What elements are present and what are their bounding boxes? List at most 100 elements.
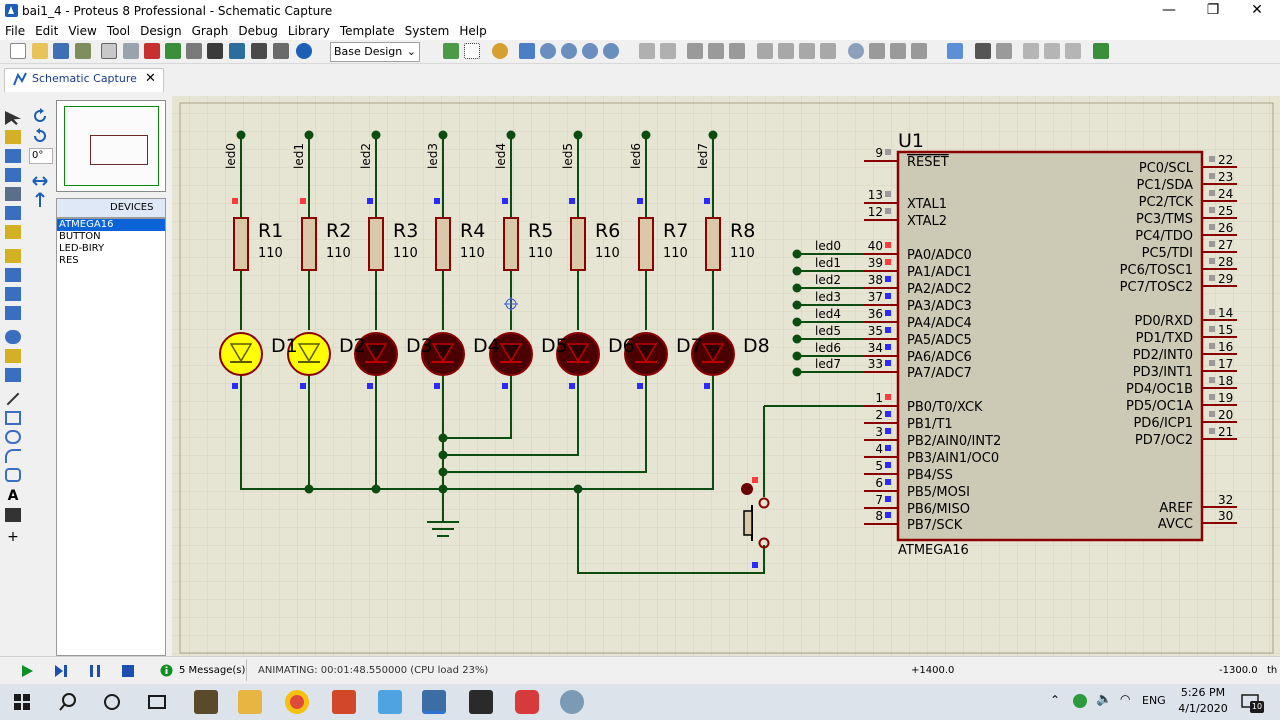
- minimize-button[interactable]: —: [1162, 2, 1176, 18]
- home-icon[interactable]: [101, 43, 117, 59]
- info-icon[interactable]: [160, 664, 173, 677]
- zoom-out-icon[interactable]: [561, 43, 577, 59]
- menu-edit[interactable]: Edit: [35, 24, 59, 38]
- selection-mode-icon[interactable]: [5, 111, 21, 125]
- restore-button[interactable]: ❐: [1206, 2, 1220, 18]
- electrical-rule-check-icon[interactable]: [1093, 43, 1109, 59]
- menu-graph[interactable]: Graph: [191, 24, 229, 38]
- language-indicator[interactable]: ENG: [1142, 694, 1166, 707]
- zoom-in-icon[interactable]: [540, 43, 556, 59]
- device-item-button[interactable]: BUTTON: [59, 231, 101, 242]
- mirror-horizontal-icon[interactable]: [32, 174, 48, 188]
- cut-icon[interactable]: [687, 43, 703, 59]
- line-tool-icon[interactable]: [6, 392, 20, 406]
- grid-icon[interactable]: [464, 43, 480, 59]
- cortana-icon[interactable]: [100, 690, 124, 714]
- powerpoint-icon[interactable]: [332, 690, 356, 714]
- device-item-atmega16[interactable]: ATMEGA16: [57, 219, 165, 231]
- remove-sheet-icon[interactable]: [1044, 43, 1060, 59]
- virtual-instruments-icon[interactable]: [5, 368, 21, 382]
- block-move-icon[interactable]: [778, 43, 794, 59]
- new-file-icon[interactable]: [10, 43, 26, 59]
- pause-icon[interactable]: [88, 664, 102, 678]
- pan-icon[interactable]: [519, 43, 535, 59]
- menu-view[interactable]: View: [68, 24, 97, 38]
- rotate-anticlockwise-icon[interactable]: [32, 128, 48, 144]
- paste-icon[interactable]: [729, 43, 745, 59]
- menu-debug[interactable]: Debug: [238, 24, 278, 38]
- block-delete-icon[interactable]: [820, 43, 836, 59]
- device-list[interactable]: ATMEGA16 BUTTON LED-BIRY RES: [56, 218, 166, 656]
- gerber-icon[interactable]: [165, 43, 181, 59]
- wire-autorouter-icon[interactable]: [947, 43, 963, 59]
- app-tray-icon[interactable]: [1072, 693, 1088, 709]
- search-icon[interactable]: [56, 690, 80, 714]
- new-sheet-icon[interactable]: [1023, 43, 1039, 59]
- tape-recorder-icon[interactable]: [5, 306, 21, 320]
- box-tool-icon[interactable]: [5, 411, 21, 425]
- source-code-icon[interactable]: [229, 43, 245, 59]
- arc-tool-icon[interactable]: [5, 449, 21, 463]
- volume-icon[interactable]: 🔈: [1096, 692, 1113, 707]
- buses-icon[interactable]: [5, 206, 21, 220]
- component-mode-icon[interactable]: [5, 130, 21, 144]
- rotation-field[interactable]: 0°: [29, 148, 53, 164]
- menu-tool[interactable]: Tool: [106, 24, 131, 38]
- proteus-taskbar-icon[interactable]: [422, 690, 446, 714]
- stop-icon[interactable]: [121, 664, 135, 678]
- overview-viewport[interactable]: [64, 106, 159, 186]
- wire-label-icon[interactable]: [5, 168, 21, 182]
- video-app-icon[interactable]: [469, 690, 493, 714]
- terminals-icon[interactable]: [5, 249, 21, 263]
- subcircuit-icon[interactable]: [5, 225, 21, 239]
- open-folder-icon[interactable]: [32, 43, 48, 59]
- undo-icon[interactable]: [639, 43, 655, 59]
- clock-date[interactable]: 4/1/2020: [1178, 702, 1228, 715]
- search-icon[interactable]: [975, 43, 991, 59]
- mirror-vertical-icon[interactable]: [33, 192, 47, 208]
- pcb-icon[interactable]: [144, 43, 160, 59]
- block-rotate-icon[interactable]: [799, 43, 815, 59]
- text-script-icon[interactable]: [5, 187, 21, 201]
- zoom-all-icon[interactable]: [582, 43, 598, 59]
- decompose-icon[interactable]: [911, 43, 927, 59]
- generator-icon[interactable]: [5, 330, 21, 344]
- zoom-area-icon[interactable]: [603, 43, 619, 59]
- play-icon[interactable]: [20, 664, 34, 678]
- exit-to-parent-icon[interactable]: [1065, 43, 1081, 59]
- text-tool-icon[interactable]: A: [7, 488, 19, 504]
- help-icon[interactable]: [296, 43, 312, 59]
- app-icon-1[interactable]: [194, 690, 218, 714]
- menu-design[interactable]: Design: [140, 24, 182, 38]
- windows-start-icon[interactable]: [10, 690, 34, 714]
- wifi-icon[interactable]: ◠: [1120, 692, 1131, 706]
- device-item-led-biry[interactable]: LED-BIRY: [59, 243, 105, 254]
- pick-device-icon[interactable]: [848, 43, 864, 59]
- menu-template[interactable]: Template: [339, 24, 395, 38]
- refresh-icon[interactable]: [443, 43, 459, 59]
- tab-close-icon[interactable]: ✕: [145, 71, 156, 86]
- path-tool-icon[interactable]: [5, 468, 21, 482]
- 3d-view-icon[interactable]: [186, 43, 202, 59]
- marker-tool-icon[interactable]: +: [7, 529, 19, 545]
- close-window-button[interactable]: ✕: [1251, 2, 1263, 18]
- origin-icon[interactable]: [492, 43, 508, 59]
- circle-tool-icon[interactable]: [5, 430, 21, 444]
- block-copy-icon[interactable]: [757, 43, 773, 59]
- design-select[interactable]: Base Design⌄: [330, 42, 420, 62]
- show-hidden-icons-icon[interactable]: ⌃: [1050, 693, 1061, 707]
- property-tool-icon[interactable]: [996, 43, 1012, 59]
- redo-icon[interactable]: [660, 43, 676, 59]
- schematic-icon[interactable]: [123, 43, 139, 59]
- step-icon[interactable]: [54, 664, 68, 678]
- task-view-icon[interactable]: [145, 690, 169, 714]
- save-icon[interactable]: [53, 43, 69, 59]
- app-icon-5[interactable]: [378, 690, 402, 714]
- device-item-res[interactable]: RES: [59, 255, 79, 266]
- import-icon[interactable]: [75, 43, 91, 59]
- junction-dot-icon[interactable]: [5, 149, 21, 163]
- app-icon-8[interactable]: [515, 690, 539, 714]
- chrome-icon[interactable]: [285, 690, 309, 714]
- app-icon-9[interactable]: [560, 690, 584, 714]
